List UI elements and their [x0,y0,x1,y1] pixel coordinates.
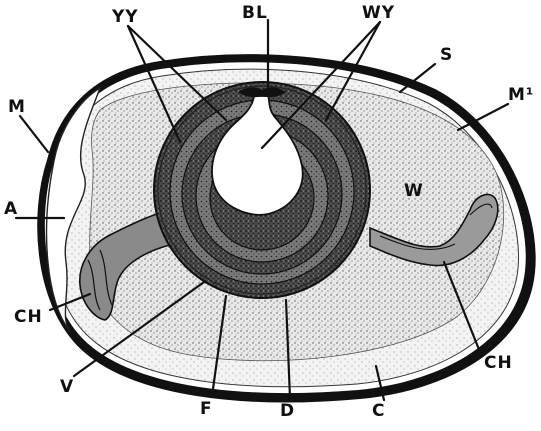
label-m1: M¹ [508,85,534,105]
label-a: A [4,199,18,219]
label-bl: BL [242,3,268,23]
label-w: W [404,181,424,201]
label-m: M [8,97,26,117]
label-wy: WY [362,3,395,23]
label-v: V [60,377,74,397]
label-d: D [280,401,295,421]
label-ch-left: CH [14,307,43,327]
label-f: F [200,399,213,419]
label-s: S [440,45,453,65]
label-c: C [372,401,385,421]
label-ch-right: CH [484,353,513,373]
label-yy: YY [111,7,139,27]
